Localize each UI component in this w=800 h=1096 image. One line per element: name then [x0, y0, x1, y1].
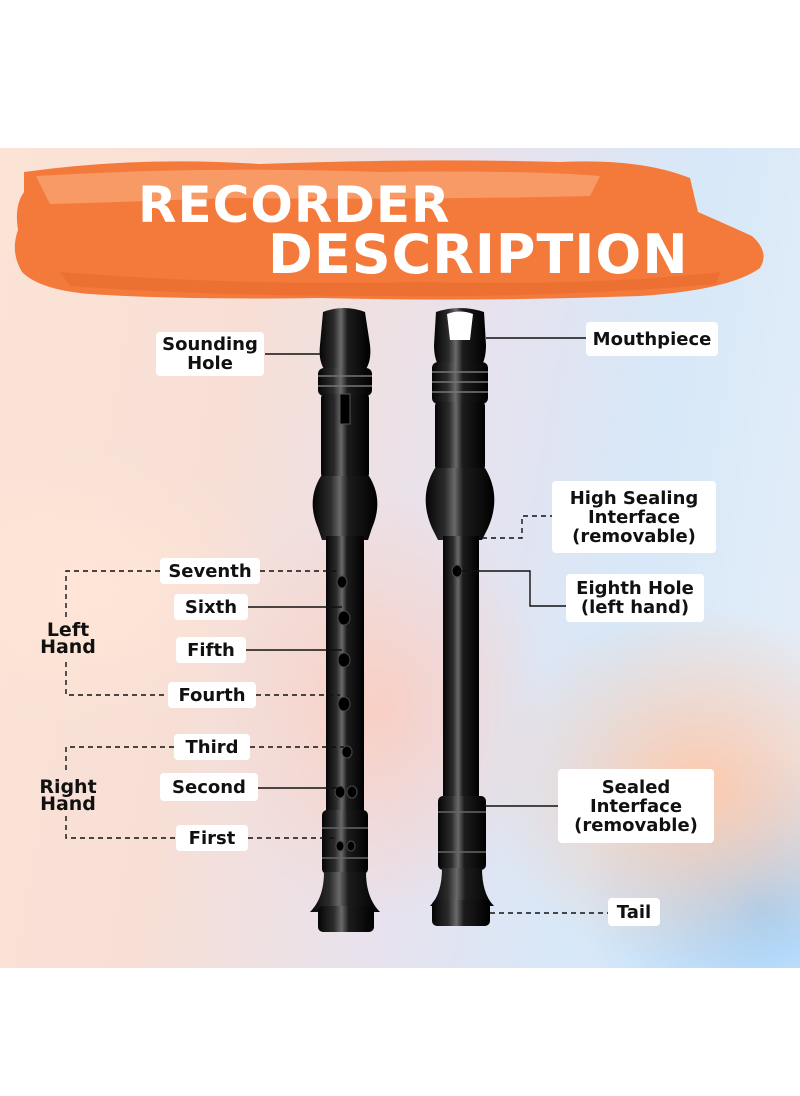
eighth-hole-label-line2: (left hand): [581, 598, 689, 617]
bracket-left-hand-top: [66, 571, 160, 618]
leader-high-sealing: [482, 516, 552, 538]
title-line-2: DESCRIPTION: [268, 228, 689, 282]
high-sealing-label-line2: Interface: [588, 508, 680, 527]
high-sealing-label-line3: (removable): [572, 527, 696, 546]
left-hand-label-line2: Hand: [38, 639, 98, 656]
high-sealing-interface-label: High Sealing Interface (removable): [552, 481, 716, 553]
right-recorder: [426, 308, 495, 926]
eighth-hole-label: Eighth Hole (left hand): [566, 574, 704, 622]
first-hole-label: First: [176, 825, 248, 851]
bracket-right-hand-bottom: [66, 816, 176, 838]
sealed-interface-label-line1: Sealed: [602, 778, 671, 797]
sounding-hole-label-line2: Hole: [187, 354, 233, 373]
sounding-hole-label: Sounding Hole: [156, 332, 264, 376]
sixth-hole-label: Sixth: [174, 594, 248, 620]
bracket-right-hand-top: [66, 747, 174, 774]
sounding-hole-label-line1: Sounding: [162, 335, 258, 354]
eighth-hole-label-line1: Eighth Hole: [576, 579, 694, 598]
left-hand-group-label: Left Hand: [38, 622, 98, 656]
bracket-left-hand-bottom: [66, 662, 168, 695]
second-hole-label: Second: [160, 773, 258, 801]
sealed-interface-label-line3: (removable): [574, 816, 698, 835]
fourth-hole-label: Fourth: [168, 682, 256, 708]
seventh-hole-label: Seventh: [160, 558, 260, 584]
right-hand-group-label: Right Hand: [36, 779, 100, 813]
fifth-hole-label: Fifth: [176, 637, 246, 663]
mouthpiece-label: Mouthpiece: [586, 322, 718, 356]
high-sealing-label-line1: High Sealing: [570, 489, 699, 508]
sealed-interface-label: Sealed Interface (removable): [558, 769, 714, 843]
right-hand-label-line2: Hand: [36, 796, 100, 813]
sealed-interface-label-line2: Interface: [590, 797, 682, 816]
tail-label: Tail: [608, 898, 660, 926]
third-hole-label: Third: [174, 734, 250, 760]
